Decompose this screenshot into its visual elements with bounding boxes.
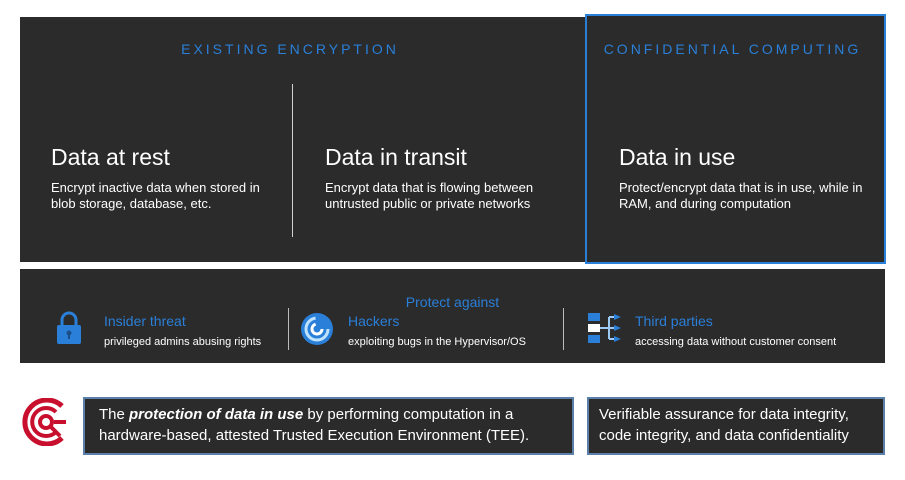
assurance-text: Verifiable assurance for data integrity,… <box>599 406 849 444</box>
column-divider <box>292 84 293 237</box>
tee-statement-suffix: by performing computation in a hardware-… <box>99 406 530 444</box>
insider-threat-title: Insider threat <box>104 313 186 329</box>
protect-against-heading: Protect against <box>405 294 500 310</box>
existing-encryption-panel <box>20 17 585 262</box>
network-share-icon <box>588 313 621 343</box>
threat-separator <box>563 308 564 350</box>
data-in-transit-description: Encrypt data that is flowing between unt… <box>325 180 534 211</box>
tee-statement-prefix: The <box>99 406 130 423</box>
tee-statement-box: The protection of data in use by perform… <box>83 397 574 455</box>
confidential-computing-heading: CONFIDENTIAL COMPUTING <box>603 41 862 57</box>
hacker-swirl-icon <box>301 313 333 345</box>
third-parties-description: accessing data without customer consent <box>635 336 837 348</box>
lock-icon <box>57 311 81 344</box>
data-in-transit-title: Data in transit <box>325 144 467 170</box>
protect-against-panel <box>20 269 885 363</box>
confidential-computing-logo-icon <box>22 398 66 446</box>
insider-threat-description: privileged admins abusing rights <box>104 336 262 348</box>
confidential-computing-panel <box>585 14 886 264</box>
tee-statement-emphasis: protection of data in use <box>129 406 304 423</box>
existing-encryption-heading: EXISTING ENCRYPTION <box>181 41 399 57</box>
hackers-title: Hackers <box>348 313 400 329</box>
assurance-box: Verifiable assurance for data integrity,… <box>587 397 885 455</box>
hackers-description: exploiting bugs in the Hypervisor/OS <box>348 336 526 348</box>
data-at-rest-description: Encrypt inactive data when stored in blo… <box>51 180 260 211</box>
data-in-use-title: Data in use <box>619 144 736 170</box>
threat-separator <box>288 308 289 350</box>
data-at-rest-title: Data at rest <box>51 144 170 170</box>
data-in-use-description: Protect/encrypt data that is in use, whi… <box>619 180 863 211</box>
third-parties-title: Third parties <box>635 313 713 329</box>
